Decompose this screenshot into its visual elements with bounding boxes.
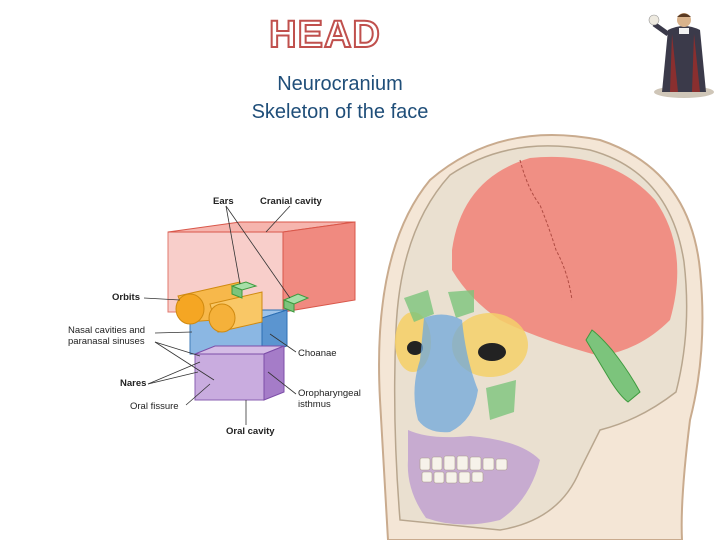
- label-nasal-cavities: Nasal cavities and: [68, 325, 145, 336]
- label-orbits: Orbits: [112, 292, 140, 303]
- label-choanae: Choanae: [298, 348, 337, 359]
- label-paranasal-sinuses: paranasal sinuses: [68, 336, 145, 347]
- label-isthmus: isthmus: [298, 399, 331, 410]
- label-oral-fissure: Oral fissure: [130, 401, 179, 412]
- label-oropharyngeal: Oropharyngeal: [298, 388, 361, 399]
- label-nares: Nares: [120, 378, 146, 389]
- label-oral-cavity: Oral cavity: [226, 426, 275, 437]
- label-ears: Ears: [213, 196, 234, 207]
- label-cranial-cavity: Cranial cavity: [260, 196, 322, 207]
